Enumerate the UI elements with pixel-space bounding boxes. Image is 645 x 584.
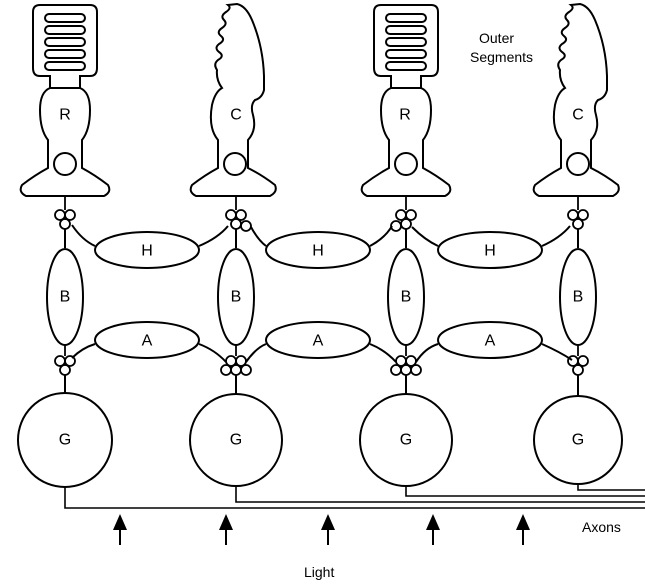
bipolar-cell-label: B: [231, 289, 242, 306]
rod-inner-segment: [360, 87, 452, 197]
inner-synapses: [54, 345, 589, 376]
axons-label: Axons: [582, 519, 621, 535]
bipolar-cell-label: B: [573, 289, 584, 306]
horizontal-cell-label: H: [484, 243, 496, 260]
rod-cell-1: R: [19, 4, 111, 197]
rod-cell-2: R: [360, 4, 452, 197]
cone-outer-segment: [189, 2, 277, 197]
amacrine-cell-label: A: [142, 333, 153, 350]
cone-cell-2: C: [532, 2, 620, 197]
photoreceptor-label: R: [399, 107, 411, 124]
light-arrows: [113, 514, 530, 545]
cone-cell-1: C: [189, 2, 277, 197]
amacrine-cells: A A A: [71, 321, 573, 363]
ganglion-cell-label: G: [572, 432, 584, 449]
cone-outer-segment: [532, 2, 620, 197]
horizontal-cell-label: H: [312, 243, 324, 260]
amacrine-cell-label: A: [313, 333, 324, 350]
photoreceptor-label: C: [572, 107, 584, 124]
light-label: Light: [304, 564, 334, 580]
rod-outer-segment: [373, 4, 439, 89]
ganglion-cells: G G G G: [17, 375, 623, 488]
rod-outer-segment: [32, 4, 98, 89]
photoreceptor-label: C: [230, 107, 242, 124]
ganglion-cell-label: G: [400, 432, 412, 449]
ganglion-cell-label: G: [59, 432, 71, 449]
horizontal-cells: H H H: [71, 224, 571, 269]
outer-segments-label-line2: Segments: [470, 49, 533, 65]
photoreceptor-label: R: [59, 107, 71, 124]
light-arrow: [516, 514, 530, 545]
bipolar-cell-label: B: [60, 289, 71, 306]
light-arrow: [321, 514, 335, 545]
horizontal-cell-label: H: [141, 243, 153, 260]
amacrine-cell-label: A: [485, 333, 496, 350]
light-arrow: [219, 514, 233, 545]
axons: [64, 484, 645, 509]
bipolar-cell-label: B: [401, 289, 412, 306]
rod-inner-segment: [19, 87, 111, 197]
outer-synapses: [54, 196, 589, 232]
outer-segments-label: Outer: [479, 30, 514, 46]
ganglion-cell-label: G: [230, 432, 242, 449]
light-arrow: [113, 514, 127, 545]
light-arrow: [426, 514, 440, 545]
